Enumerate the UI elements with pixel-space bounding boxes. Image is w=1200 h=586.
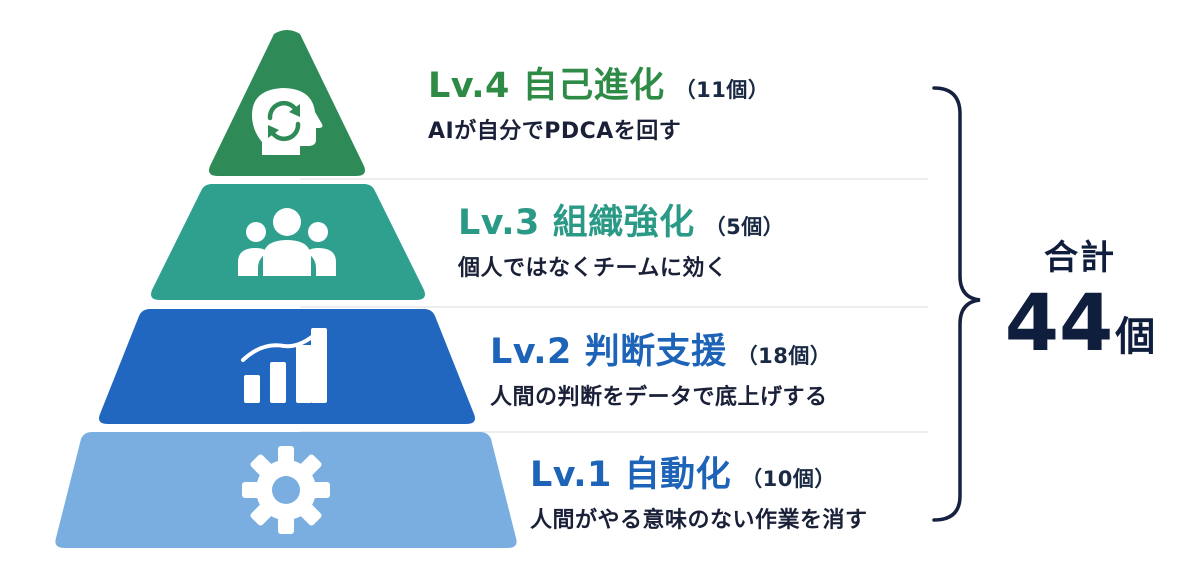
cycle-head-icon <box>252 88 323 155</box>
total-value: 44個 <box>1000 284 1160 385</box>
level-lv1-text: Lv.1 自動化 （10個） 人間がやる意味のない作業を消す <box>530 455 868 535</box>
pyramid-tier-lv2 <box>99 309 475 424</box>
level-description: 個人ではなくチームに効く <box>458 256 728 281</box>
total-label: 合計 <box>1044 238 1116 278</box>
level-count: （5個） <box>704 215 785 239</box>
bar-chart-icon <box>241 328 327 403</box>
level-count: （18個） <box>736 344 832 368</box>
level-lv3-text: Lv.3 組織強化 （5個） 個人ではなくチームに効く <box>458 203 784 283</box>
total-unit: 個 <box>1115 314 1156 360</box>
level-count: （10個） <box>741 467 836 491</box>
total-bracket <box>932 86 981 522</box>
level-title: Lv.3 組織強化 <box>458 203 695 243</box>
level-title: Lv.1 自動化 <box>530 455 732 495</box>
total-number: 44 <box>1004 279 1114 369</box>
level-lv2-text: Lv.2 判断支援 （18個） 人間の判断をデータで底上げする <box>490 332 831 412</box>
level-title: Lv.2 判断支援 <box>490 332 727 372</box>
level-description: AIが自分でPDCAを回す <box>428 119 682 144</box>
team-icon <box>238 208 336 276</box>
level-title: Lv.4 自己進化 <box>428 66 665 106</box>
level-description: 人間がやる意味のない作業を消す <box>530 508 868 533</box>
level-count: （11個） <box>674 78 770 102</box>
level-description: 人間の判断をデータで底上げする <box>490 385 828 410</box>
level-lv4-text: Lv.4 自己進化 （11個） AIが自分でPDCAを回す <box>428 66 769 146</box>
total-summary: 合計 44個 <box>1000 238 1160 385</box>
gear-icon <box>242 446 330 534</box>
